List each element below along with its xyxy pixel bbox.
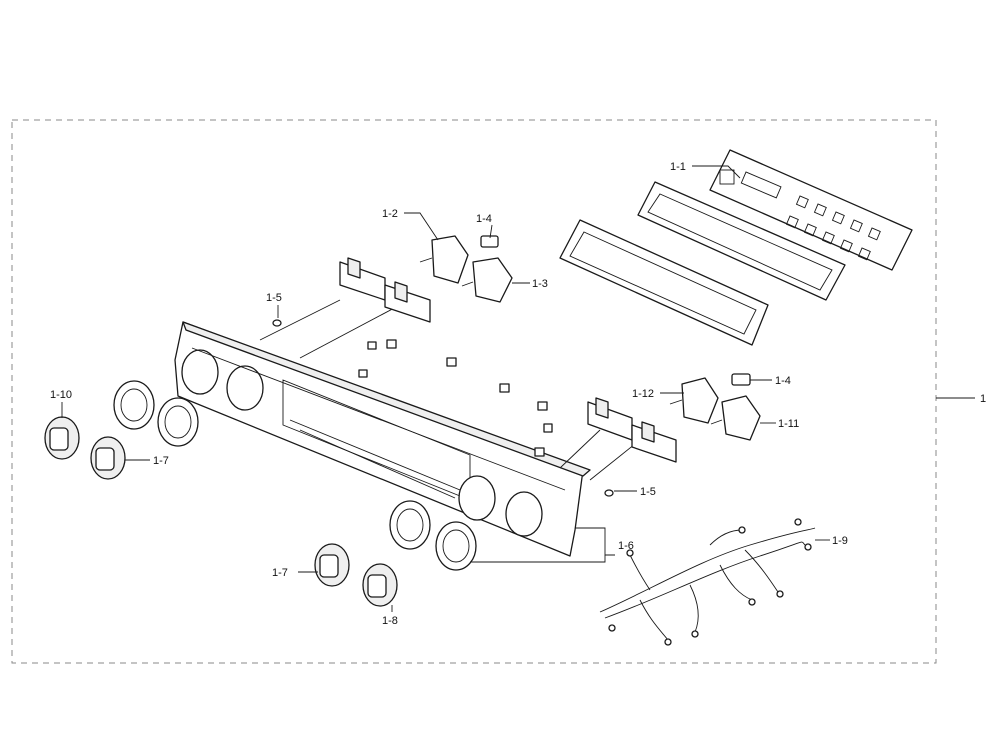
switch-1-2 (419, 235, 469, 284)
label-assembly: 1 (980, 393, 986, 405)
control-panel (174, 321, 591, 557)
panel-clips (358, 339, 553, 457)
knob-1-7-bottom (314, 543, 350, 587)
assembly-frame (11, 119, 937, 664)
switch-1-11 (710, 395, 761, 441)
display-bezel-front (559, 219, 769, 346)
label-1-8: 1-8 (382, 615, 398, 627)
label-1-1: 1-1 (670, 161, 686, 173)
display-bezel-rear (637, 181, 846, 301)
switch-bracket-left (339, 257, 431, 323)
screw-1-5-left (272, 319, 282, 327)
switch-cap-1-4-top (480, 235, 499, 248)
screw-1-5-right (604, 489, 614, 497)
knob-bezels (113, 380, 477, 571)
label-1-2: 1-2 (382, 208, 398, 220)
switch-bracket-right (587, 397, 677, 463)
label-1-4-right: 1-4 (775, 375, 791, 387)
label-1-3: 1-3 (532, 278, 548, 290)
switch-1-12 (669, 377, 719, 424)
label-1-10: 1-10 (50, 389, 72, 401)
wire-harness-1-9 (599, 518, 816, 646)
label-1-12: 1-12 (632, 388, 654, 400)
knob-1-10 (44, 416, 80, 460)
label-1-7-left: 1-7 (153, 455, 169, 467)
control-board-1-1 (709, 149, 913, 271)
switch-1-3 (461, 257, 513, 303)
label-1-6: 1-6 (618, 540, 634, 552)
leader-lines (61, 165, 830, 612)
switch-cap-1-4-right (731, 373, 751, 386)
label-1-9: 1-9 (832, 535, 848, 547)
knob-1-8 (362, 563, 398, 607)
label-1-5-left: 1-5 (266, 292, 282, 304)
knob-1-7-left (90, 436, 126, 480)
label-1-4-top: 1-4 (476, 213, 492, 225)
label-1-7-bottom: 1-7 (272, 567, 288, 579)
label-1-5-right: 1-5 (640, 486, 656, 498)
label-1-11: 1-11 (778, 418, 799, 430)
